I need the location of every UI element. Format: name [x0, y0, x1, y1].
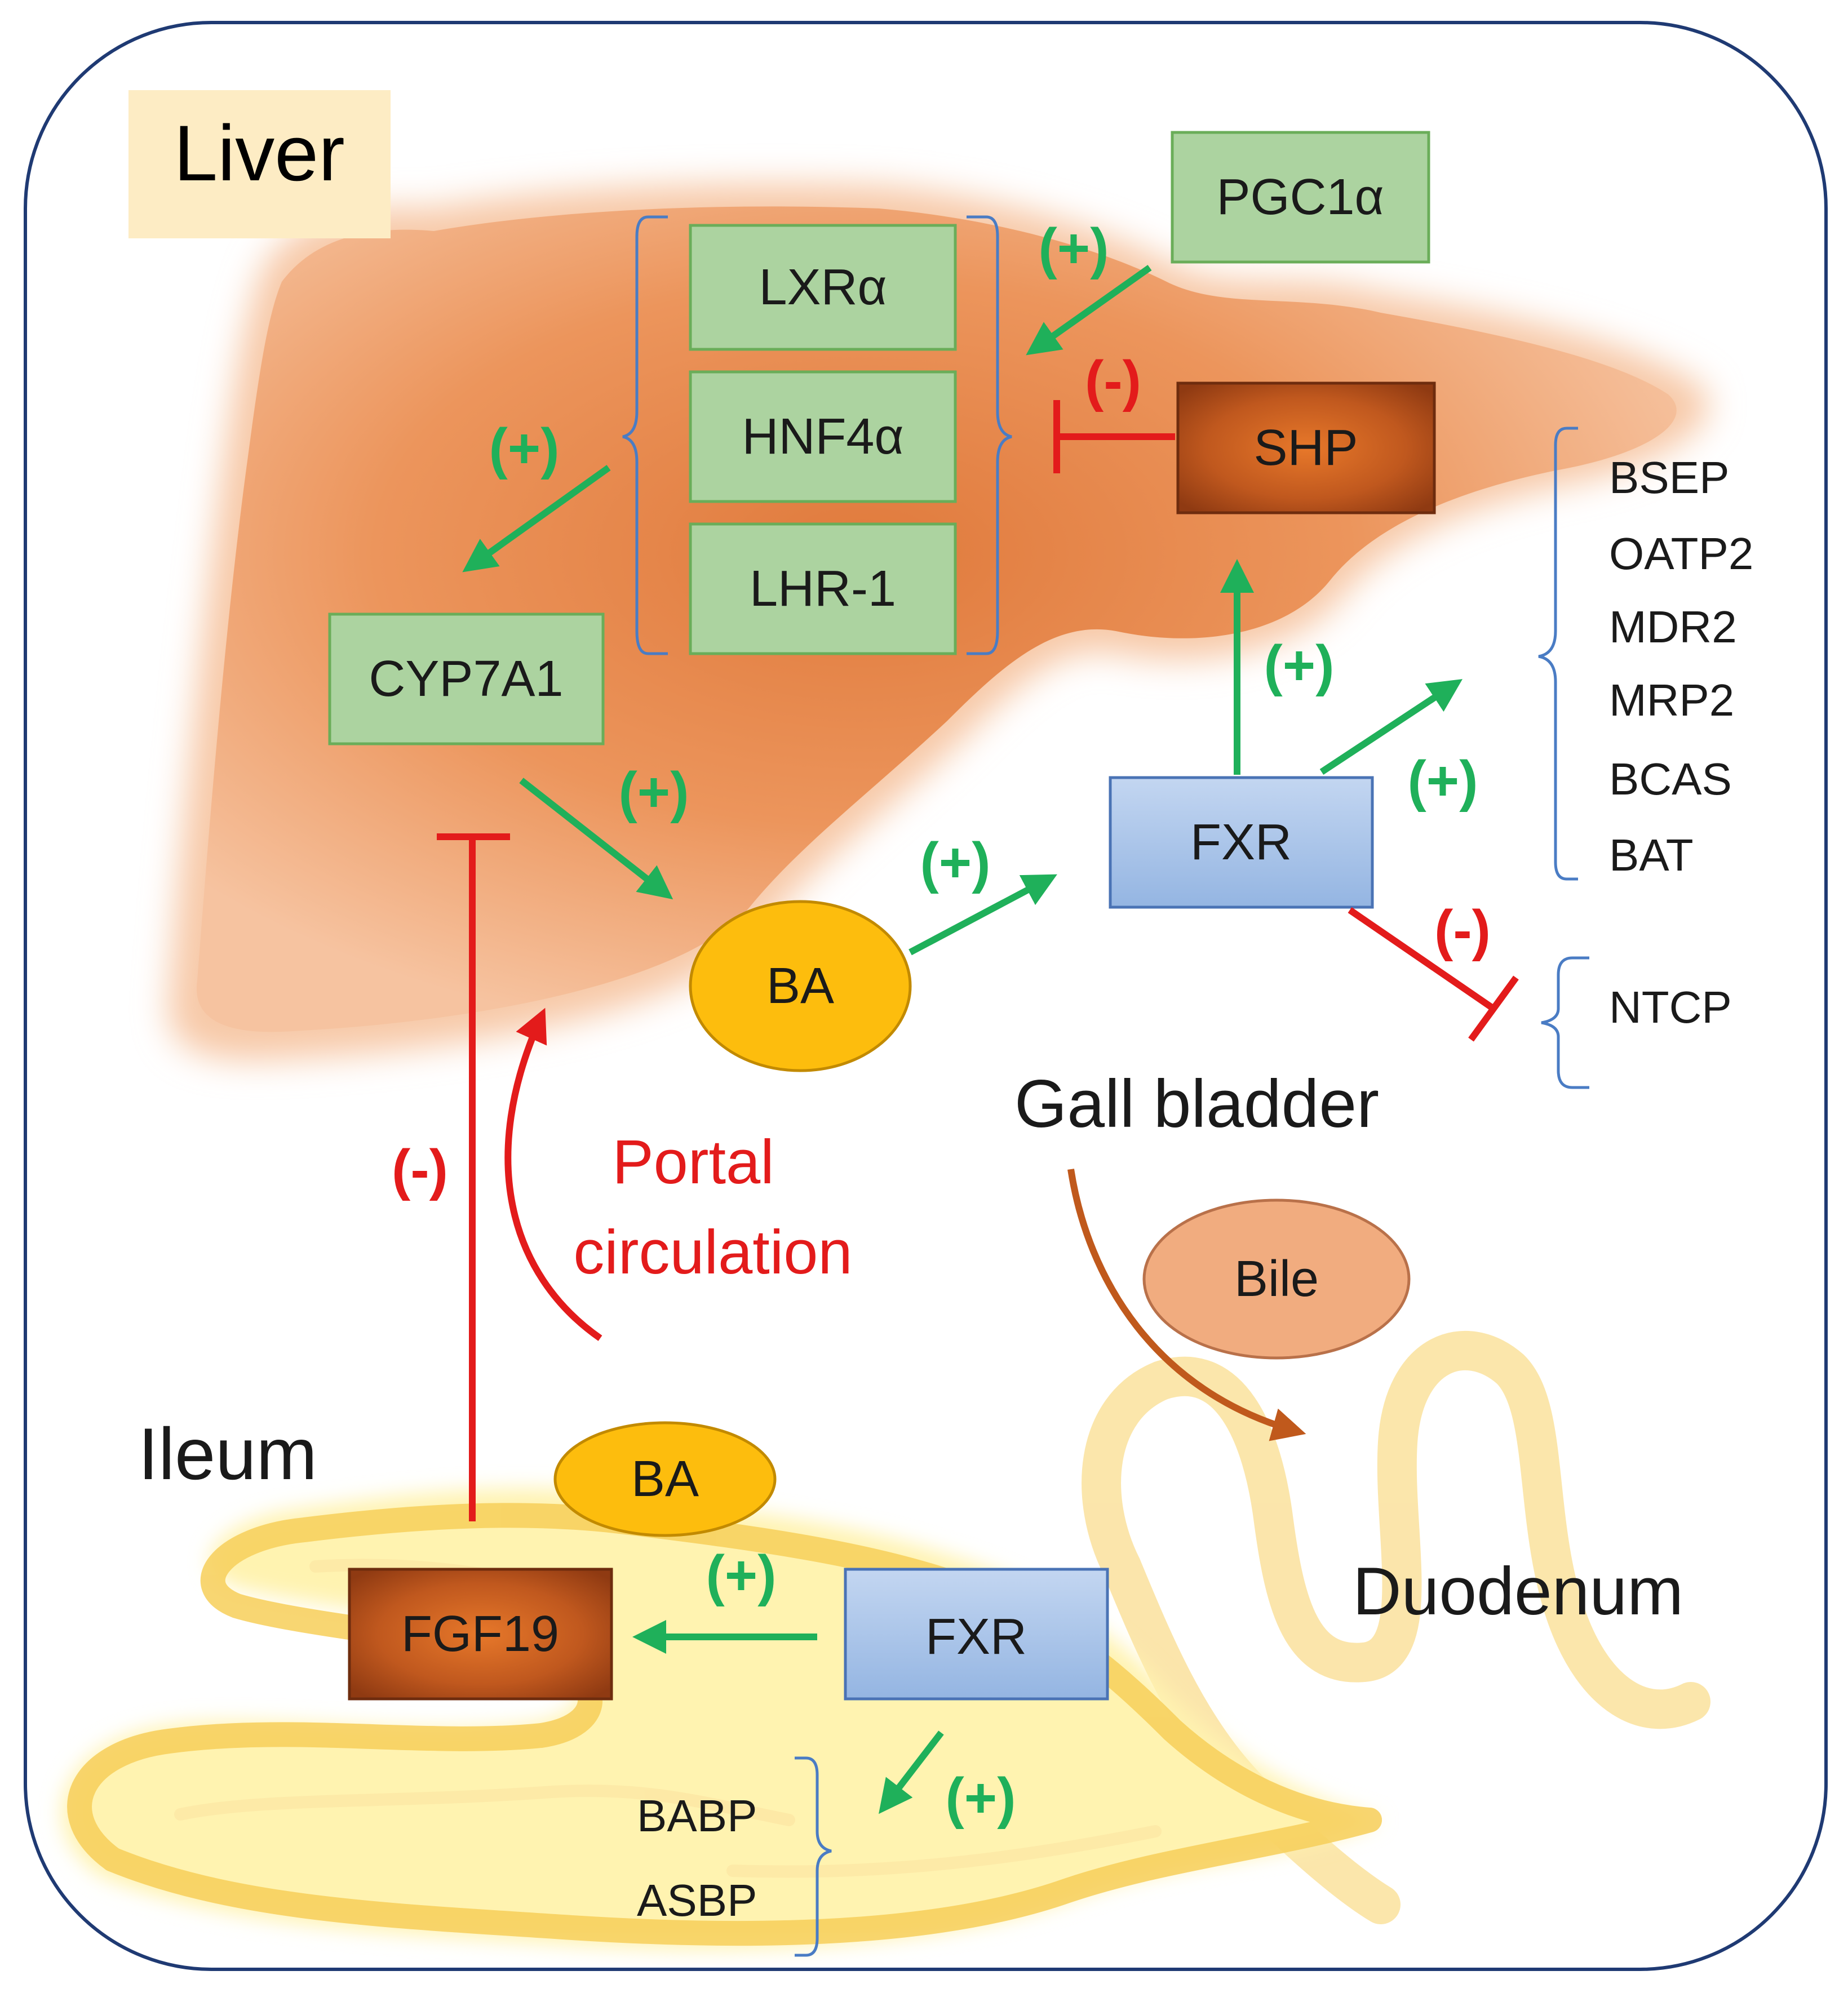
cyp7a1-label: CYP7A1: [369, 651, 563, 707]
fgf19-node: FGF19: [348, 1568, 613, 1701]
cyp-to-ba-arrow: [519, 778, 673, 900]
lhr1-label: LHR-1: [750, 561, 896, 617]
transporter-item: MDR2: [1609, 602, 1737, 652]
shp-node: SHP: [1176, 381, 1436, 514]
pgc-to-cluster-arrow: [1026, 265, 1152, 356]
bile-flow-arrow: [1067, 1169, 1306, 1441]
bile-node: Bile: [1142, 1199, 1411, 1360]
sign-pgc-to-cluster: (+): [1039, 217, 1109, 280]
fxr-to-babp-arrow: [879, 1730, 944, 1814]
sign-cyp-to-ba: (+): [619, 761, 689, 824]
ntcp-label: NTCP: [1609, 982, 1732, 1032]
pgc1a-node: PGC1α: [1171, 131, 1430, 264]
lxra-label: LXRα: [759, 259, 887, 316]
sign-fxr-to-fgf19: (+): [706, 1544, 777, 1607]
ba-liver-label: BA: [766, 958, 834, 1014]
receptor-cluster-bracket: [622, 215, 1012, 655]
sign-ba-to-fxr: (+): [920, 831, 991, 894]
hnf4a-node: HNF4α: [689, 370, 957, 503]
transporter-item: BCAS: [1609, 754, 1732, 804]
fxr-liver-label: FXR: [1190, 814, 1292, 871]
ileal-target-item: ASBP: [637, 1875, 757, 1925]
sign-cluster-to-cyp: (+): [489, 417, 560, 480]
transporter-item: BSEP: [1609, 452, 1729, 503]
ileal-target-item: BABP: [637, 1791, 757, 1841]
cyp7a1-node: CYP7A1: [328, 612, 605, 745]
bile-label: Bile: [1234, 1251, 1319, 1307]
sign-fgf19-to-cyp: (-): [392, 1138, 448, 1201]
portal-circulation-label-line1: Portal: [612, 1128, 774, 1197]
transporters-down-bracket: [1541, 956, 1589, 1089]
fgf19-label: FGF19: [401, 1606, 559, 1662]
fxr-inhibits-ntcp: [1348, 907, 1519, 1042]
ileum-label: Ileum: [138, 1413, 317, 1495]
ba-to-fxr-arrow: [909, 874, 1057, 956]
cluster-to-cyp-arrow: [462, 465, 611, 572]
sign-fxr-to-ntcp: (-): [1434, 899, 1491, 962]
ba-liver-node: BA: [689, 900, 912, 1072]
fxr-to-transporters-arrow: [1319, 679, 1463, 775]
portal-circulation-label-line2: circulation: [573, 1218, 852, 1287]
fxr-ileum-label: FXR: [925, 1609, 1027, 1665]
ileal-targets-bracket: [795, 1756, 832, 1957]
sign-shp-to-cluster: (-): [1085, 349, 1141, 412]
transporters-up-bracket: [1538, 427, 1578, 881]
ba-ileum-node: BA: [553, 1421, 777, 1537]
transporter-item: BAT: [1609, 830, 1694, 880]
lxra-node: LXRα: [689, 224, 957, 351]
fgf19-inhibits-cyp: [437, 833, 510, 1521]
transporter-item: MRP2: [1609, 675, 1734, 725]
fxr-ileum-node: FXR: [844, 1568, 1109, 1701]
liver-label-bg: [128, 90, 391, 238]
duodenum-label: Duodenum: [1353, 1553, 1683, 1629]
gall-bladder-label: Gall bladder: [1014, 1066, 1379, 1142]
transporter-item: OATP2: [1609, 529, 1753, 579]
fxr-liver-node: FXR: [1109, 776, 1374, 909]
pgc1a-label: PGC1α: [1216, 169, 1384, 225]
ba-ileum-label: BA: [631, 1451, 699, 1507]
liver-label: Liver: [174, 109, 344, 197]
shp-label: SHP: [1253, 420, 1358, 476]
portal-circulation-arrow: [504, 1007, 602, 1341]
sign-fxr-to-transporters: (+): [1408, 749, 1478, 813]
hnf4a-label: HNF4α: [742, 409, 903, 465]
sign-fxr-to-shp: (+): [1264, 634, 1335, 697]
shp-inhibits-cluster: [1053, 400, 1175, 473]
lhr1-node: LHR-1: [689, 522, 957, 655]
sign-fxr-to-babp: (+): [946, 1766, 1016, 1830]
transporters-up-list: BSEP OATP2 MDR2 MRP2 BCAS BAT: [1609, 452, 1753, 880]
